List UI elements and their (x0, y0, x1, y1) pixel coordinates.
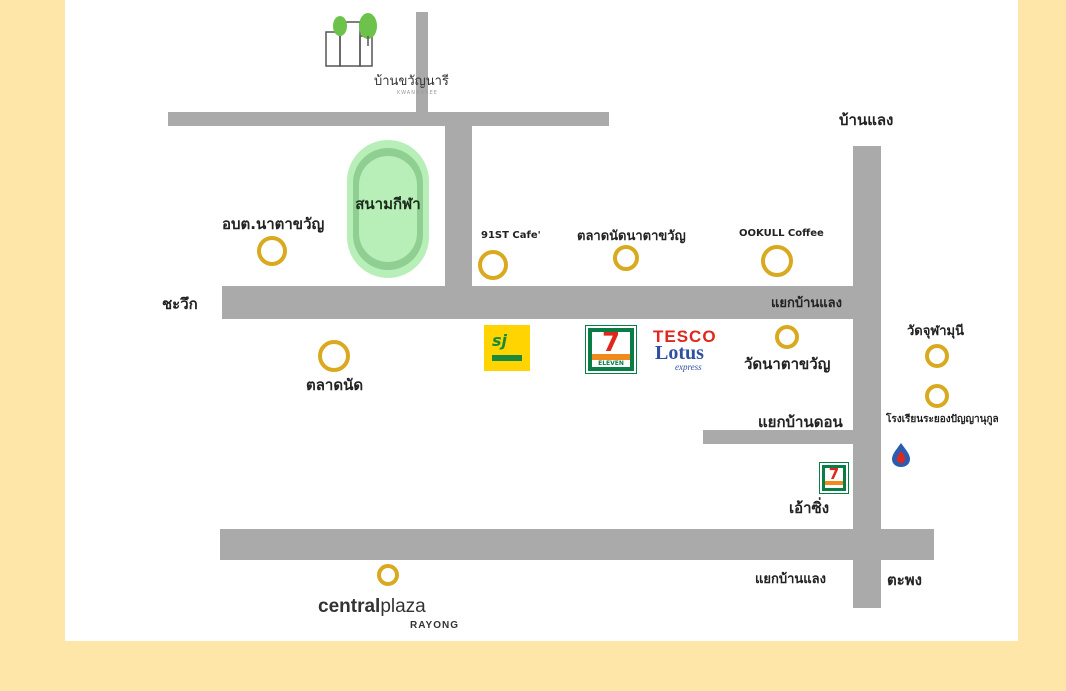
seven-eleven-logo-main: 7 ELEVEN (585, 325, 637, 374)
logo-thai-name: บ้านขวัญนารี (374, 74, 449, 89)
marker-91st-cafe (478, 250, 508, 280)
sj-store-logo: sj (484, 325, 530, 371)
road-main-horizontal (222, 286, 881, 319)
marker-school (925, 384, 949, 408)
seven-eleven-text: ELEVEN (598, 360, 624, 367)
label-talad-nad: ตลาดนัด (306, 376, 364, 394)
sj-letters: sj (492, 331, 508, 350)
stadium: สนามกีฬา (347, 140, 429, 278)
road-ban-don (703, 430, 853, 444)
marker-ookull (761, 245, 793, 277)
label-school: โรงเรียนระยองปัญญานุกูล (886, 414, 999, 425)
stadium-label: สนามกีฬา (355, 195, 421, 213)
label-91st-cafe: 91ST Cafe' (481, 230, 541, 241)
label-chawik: ชะวึก (162, 295, 198, 313)
seven-eleven-logo-small: 7 (819, 462, 849, 494)
logo-en-name: KWANNAREE (397, 90, 438, 96)
label-yaek-ban-laeng-bottom: แยกบ้านแลง (755, 572, 826, 587)
label-obt: อบต.นาตาขวัญ (222, 215, 325, 233)
label-wat-natakwan: วัดนาตาขวัญ (744, 355, 831, 373)
lotus-text: Lotus (655, 342, 704, 364)
marker-obt (257, 236, 287, 266)
marker-wat-natakwan (775, 325, 799, 349)
ptt-gas-station-icon (892, 443, 910, 467)
label-wat-chuphamuni: วัดจุฬามุนี (907, 324, 965, 339)
road-cafe-vertical (445, 126, 472, 286)
road-top-vertical (416, 12, 428, 112)
road-bottom-horizontal (220, 529, 934, 560)
label-ban-laeng: บ้านแลง (839, 111, 894, 129)
road-top-horizontal (168, 112, 609, 126)
express-text: express (675, 362, 702, 372)
marker-talad-nad-natakwan (613, 245, 639, 271)
label-ookull: OOKULL Coffee (739, 228, 824, 239)
seven-eleven-number-small: 7 (828, 465, 840, 483)
marker-central-plaza (377, 564, 399, 586)
label-ta-phong: ตะพง (887, 571, 923, 589)
map-canvas: บ้านขวัญนารี KWANNAREE สนามกีฬา อบต.นาตา… (65, 0, 1018, 641)
tesco-text: TESCO (653, 327, 717, 346)
label-talad-nad-natakwan: ตลาดนัดนาตาขวัญ (577, 229, 686, 244)
marker-wat-chuphamuni (925, 344, 949, 368)
marker-talad-nad (318, 340, 350, 372)
label-ao-sing: เอ้าซิ่ง (789, 499, 830, 517)
central-plaza-name: centralplaza (318, 596, 426, 617)
label-yaek-ban-don: แยกบ้านดอน (758, 413, 843, 431)
seven-eleven-number: 7 (601, 328, 621, 358)
building-tree-icon (325, 13, 377, 67)
central-plaza-city: RAYONG (410, 620, 459, 631)
label-yaek-ban-laeng-top: แยกบ้านแลง (771, 296, 842, 311)
